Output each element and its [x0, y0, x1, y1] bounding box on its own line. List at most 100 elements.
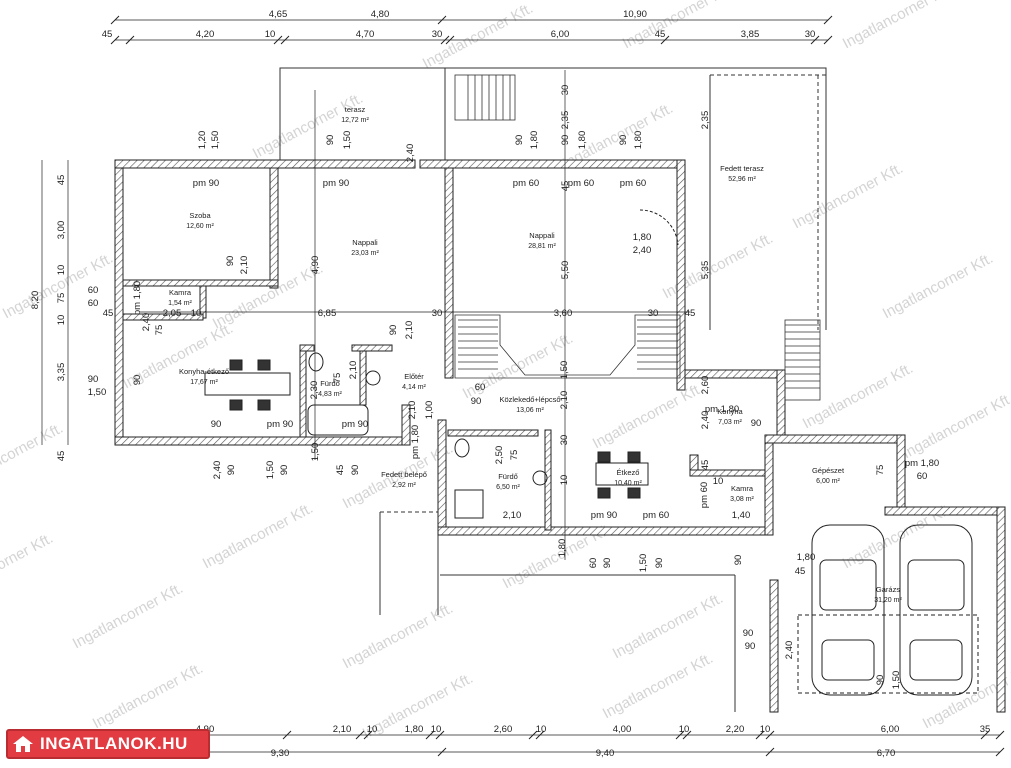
room-area-konyha-etkezo: 17,67 m² [190, 379, 218, 386]
dim-label-misc: 90 [225, 256, 236, 267]
dim-label-misc: 45 [685, 308, 696, 319]
watermark-text: Ingatlancorner Kft. [0, 530, 56, 603]
dim-label-misc: pm 1,80 [905, 458, 939, 469]
dimension-tick [823, 35, 833, 45]
dim-label-misc: 90 [875, 675, 886, 686]
dim-left-opening: 1,50 [88, 387, 107, 398]
dim-label-misc: 2,10 [503, 510, 522, 521]
watermark-text: Ingatlancorner Kft. [880, 250, 996, 323]
ingatlanok-logo[interactable]: INGATLANOK.HU [6, 729, 210, 759]
dim-top-2: 30 [805, 29, 816, 40]
watermark-text: Ingatlancorner Kft. [590, 380, 706, 453]
room-area-terasz: 12,72 m² [341, 117, 369, 124]
dim-label-misc: 30 [432, 308, 443, 319]
guide-lines [41, 19, 1000, 753]
dim-label-misc: pm 60 [568, 178, 594, 189]
watermark-text: Ingatlancorner Kft. [790, 160, 906, 233]
room-name-konyha-etkezo: Konyha-étkező [179, 367, 229, 376]
dimension-tick [425, 730, 435, 740]
dimension-tick [755, 730, 765, 740]
dim-label-misc: 6,85 [318, 308, 337, 319]
dim-label-misc: 90 [751, 418, 762, 429]
dim-label-misc: 2,10 [404, 321, 415, 340]
dim-label-misc: 1,80 [557, 539, 568, 558]
dim-label-misc: 45 [795, 566, 806, 577]
dim-label-misc: pm 60 [699, 482, 710, 508]
furniture [204, 209, 979, 696]
watermark-text: Ingatlancorner Kft. [250, 90, 366, 163]
dim-label-misc: 5,50 [560, 261, 571, 280]
dim-top-2: 4,20 [196, 29, 215, 40]
dim-label-misc: 10 [713, 476, 724, 487]
dimension-ticks [110, 15, 1005, 757]
dim-label-misc: 2,10 [348, 361, 359, 380]
dim-top-2: 4,70 [356, 29, 375, 40]
dimension-tick [823, 15, 833, 25]
room-name-garazs: Garázs [876, 585, 900, 594]
room-name-kamra-2: Kamra [731, 484, 754, 493]
dim-label-misc: 90 [211, 419, 222, 430]
house-icon [13, 736, 33, 752]
room-area-furdo-2: 6,50 m² [496, 484, 520, 491]
dim-label-misc: 1,50 [265, 461, 276, 480]
dimension-tick [282, 730, 292, 740]
dim-bottom-1: 2,20 [726, 724, 745, 735]
dim-left-inner: 3,00 [56, 221, 67, 240]
dim-label-misc: 2,10 [239, 256, 250, 275]
dim-label-misc: 90 [618, 135, 629, 146]
dim-top-2: 45 [655, 29, 666, 40]
dim-left-inner: 10 [56, 265, 67, 276]
dim-bottom-2: 9,40 [596, 748, 615, 759]
dim-label-misc: 10 [559, 475, 570, 486]
dim-bottom-1: 2,10 [333, 724, 352, 735]
dim-top-1: 10,90 [623, 9, 647, 20]
dim-label-misc: 1,50 [638, 554, 649, 573]
dim-label-misc: 1,50 [891, 671, 902, 690]
watermark-text: Ingatlancorner Kft. [900, 390, 1011, 463]
dim-label-misc: pm 1,80 [132, 281, 143, 315]
dim-label-misc: 75 [154, 325, 165, 336]
dim-label-misc: 90 [602, 558, 613, 569]
dim-label-misc: pm 90 [193, 178, 219, 189]
dim-label-misc: 1,80 [529, 131, 540, 150]
dim-label-misc: 2,50 [494, 446, 505, 465]
dim-top-1: 4,80 [371, 9, 390, 20]
dim-bottom-1: 4,00 [613, 724, 632, 735]
dimension-tick [995, 747, 1005, 757]
room-area-gepeszet: 6,00 m² [816, 478, 840, 485]
dim-top-2: 45 [102, 29, 113, 40]
dim-label-misc: 90 [388, 325, 399, 336]
dimension-tick [810, 35, 820, 45]
dim-top-2: 3,85 [741, 29, 760, 40]
dim-left-opening: 60 [88, 285, 99, 296]
room-name-terasz: terasz [345, 105, 366, 114]
room-name-etkezo: Étkező [617, 468, 640, 477]
dim-label-misc: 60 [917, 471, 928, 482]
dim-label-misc: 1,50 [342, 131, 353, 150]
dim-label-misc: 1,80 [633, 232, 652, 243]
watermark-text: Ingatlancorner Kft. [90, 660, 206, 733]
dim-label-misc: 60 [475, 382, 486, 393]
dim-bottom-1: 10 [536, 724, 547, 735]
room-area-eloter: 4,14 m² [402, 384, 426, 391]
room-area-etkezo: 10,40 m² [614, 480, 642, 487]
dim-label-misc: pm 90 [591, 510, 617, 521]
watermark-text: Ingatlancorner Kft. [70, 580, 186, 653]
dimension-tick [765, 747, 775, 757]
terrace-outlines [279, 67, 827, 712]
dimension-tick [765, 730, 775, 740]
dim-label-misc: 1,20 [197, 131, 208, 150]
dim-label-misc: 90 [279, 465, 290, 476]
dimension-tick [363, 730, 373, 740]
room-area-kamra-2: 3,08 m² [730, 496, 754, 503]
dim-label-misc: 2,40 [700, 411, 711, 430]
dim-label-misc: 75 [875, 465, 886, 476]
dimension-tick [535, 730, 545, 740]
dim-left-outer: 8,20 [30, 291, 41, 310]
dim-label-misc: 30 [560, 85, 571, 96]
dimension-tick [980, 730, 990, 740]
dim-label-misc: 30 [648, 308, 659, 319]
dim-bottom-1: 10 [760, 724, 771, 735]
dim-label-misc: pm 90 [342, 419, 368, 430]
dimension-tick [435, 730, 445, 740]
